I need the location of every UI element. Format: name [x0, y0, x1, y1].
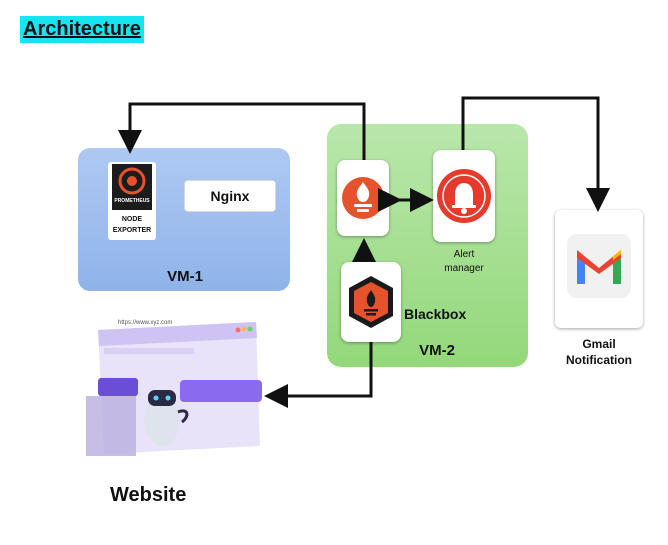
- blackbox-icon: [349, 276, 393, 328]
- page-heading: Architecture: [20, 16, 144, 43]
- website-url: https://www.xyz.com: [118, 320, 173, 326]
- arrow-alertmanager-to-gmail: [461, 96, 610, 212]
- website-label: Website: [110, 484, 187, 506]
- gmail-label: Gmail Notification: [548, 336, 650, 368]
- node-exporter-line1: NODE: [121, 216, 143, 223]
- alertmanager-line2: manager: [444, 263, 484, 274]
- gmail-line1: Gmail: [582, 337, 616, 351]
- node-exporter-line2: EXPORTER: [112, 227, 152, 234]
- arrow-prometheus-to-node-exporter: [118, 102, 366, 160]
- vm2-label: VM-2: [419, 342, 455, 359]
- alertmanager-label: Alert manager: [433, 248, 495, 276]
- gmail-card: [555, 210, 643, 328]
- arrow-blackbox-to-website: [264, 342, 373, 408]
- nginx-box: Nginx: [184, 180, 276, 212]
- blackbox-label: Blackbox: [404, 306, 467, 322]
- node-exporter-label: NODE EXPORTER: [108, 214, 156, 236]
- blackbox-card: [341, 262, 401, 342]
- website-illustration: [86, 322, 262, 456]
- alertmanager-card: [433, 150, 495, 242]
- node-exporter-card: PROMETHEUS NODE EXPORTER: [108, 162, 156, 240]
- alertmanager-bell-icon: [437, 169, 491, 223]
- prometheus-logo-dark: PROMETHEUS: [112, 164, 152, 210]
- prometheus-small-text: PROMETHEUS: [114, 198, 150, 204]
- gmail-line2: Notification: [566, 353, 632, 367]
- alertmanager-line1: Alert: [453, 249, 475, 260]
- gmail-icon: [567, 234, 631, 298]
- prometheus-icon: [342, 177, 384, 219]
- vm1-label: VM-1: [167, 268, 203, 285]
